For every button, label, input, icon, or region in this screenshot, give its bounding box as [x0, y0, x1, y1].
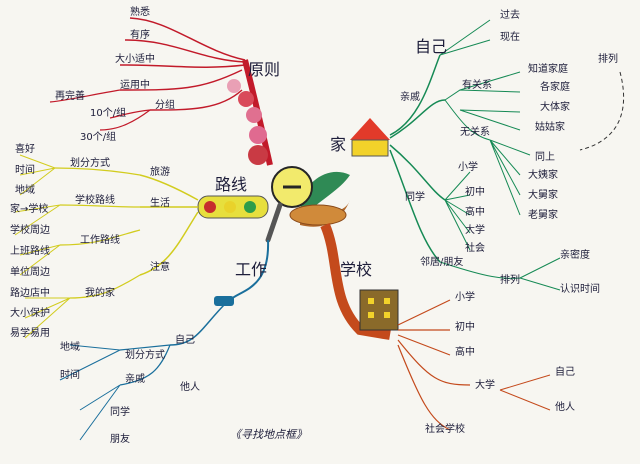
branch-work: 工作 自己 他人 划分方式 地域 时间 亲戚 同学 朋友 [59, 239, 270, 445]
school-item: 大学 [475, 378, 495, 391]
route-item: 地域 [15, 183, 35, 196]
school-item: 自己 [555, 365, 575, 378]
route-item: 旅游 [150, 165, 170, 178]
route-title: 路线 [215, 175, 247, 194]
route-item: 大小保护 [10, 306, 50, 319]
work-item: 他人 [180, 380, 200, 393]
work-item: 同学 [110, 405, 130, 418]
home-item: 邻居/朋友 [420, 255, 463, 268]
principle-title: 原则 [248, 60, 280, 79]
route-item: 注意 [150, 260, 170, 273]
route-item: 单位周边 [10, 265, 50, 278]
home-item: 亲密度 [560, 248, 590, 261]
work-item: 划分方式 [125, 348, 165, 361]
route-item: 路边店中 [10, 286, 50, 299]
principle-item: 再完善 [55, 89, 85, 102]
home-item: 小学 [458, 160, 478, 173]
caption: 《寻找地点框》 [230, 428, 307, 441]
home-item: 现在 [500, 31, 520, 43]
route-item: 学校路线 [75, 193, 115, 206]
principle-item: 30个/组 [80, 130, 116, 143]
principle-item: 运用中 [120, 78, 150, 91]
home-item: 大姨家 [528, 168, 558, 181]
home-item: 同上 [535, 151, 555, 163]
branch-principle: 原则 熟悉 有序 大小适中 运用中 分组 再完善 10个/组 30个/组 [49, 5, 280, 166]
home-item: 姑姑家 [535, 120, 565, 133]
home-item: 排列 [598, 52, 618, 65]
work-item: 自己 [175, 333, 195, 346]
school-title: 学校 [340, 260, 372, 279]
home-title: 家 [330, 135, 346, 154]
school-item: 他人 [555, 400, 575, 413]
route-item: 学校周边 [10, 223, 50, 236]
school-item: 社会学校 [425, 422, 465, 435]
route-item: 工作路线 [80, 233, 120, 246]
home-item: 认识时间 [560, 282, 600, 295]
route-item: 家→学校 [10, 202, 48, 215]
principle-item: 10个/组 [90, 106, 126, 119]
school-item: 初中 [455, 320, 475, 333]
home-item: 大舅家 [528, 188, 558, 201]
home-item: 大学 [465, 223, 485, 236]
home-item: 排列 [500, 273, 520, 286]
work-item: 朋友 [110, 432, 130, 445]
principle-item: 大小适中 [115, 52, 155, 65]
work-item: 时间 [60, 368, 80, 381]
principle-item: 有序 [130, 28, 150, 41]
route-item: 生活 [150, 196, 170, 209]
home-item: 自己 [415, 37, 447, 56]
branch-school: 学校 小学 初中 高中 大学 社会学校 自己 他人 [320, 223, 575, 435]
home-item: 大体家 [540, 100, 570, 113]
school-building-icon [359, 289, 399, 331]
route-item: 喜好 [15, 142, 35, 155]
home-item: 亲戚 [400, 90, 420, 103]
home-item: 同学 [405, 190, 425, 203]
home-item: 高中 [465, 205, 485, 218]
home-item: 有关系 [462, 78, 492, 91]
home-item: 知道家庭 [528, 62, 568, 75]
work-item: 亲戚 [125, 372, 145, 385]
home-item: 初中 [465, 185, 485, 198]
house-icon [350, 118, 390, 140]
principle-item: 熟悉 [130, 5, 150, 18]
home-item: 过去 [500, 8, 520, 21]
branch-home: 家 自己 亲戚 同学 邻居/朋友 过去 现在 有关系 无关系 知道家庭 各家庭 … [330, 8, 625, 295]
work-item: 地域 [60, 340, 80, 353]
branch-route: 路线 旅游 生活 注意 划分方式 学校路线 工作路线 我的家 喜好 时间 地域 … [10, 142, 269, 339]
home-item: 社会 [465, 241, 485, 254]
home-item: 各家庭 [540, 80, 570, 93]
home-item: 无关系 [460, 125, 490, 138]
headset-icon [214, 296, 234, 306]
route-item: 时间 [15, 163, 35, 176]
route-item: 我的家 [85, 286, 115, 299]
school-item: 小学 [455, 290, 475, 303]
principle-item: 分组 [155, 98, 175, 111]
center-figure [265, 166, 350, 243]
route-item: 易学易用 [10, 326, 50, 339]
route-item: 上班路线 [10, 244, 50, 257]
home-item: 老舅家 [528, 208, 558, 221]
school-item: 高中 [455, 345, 475, 358]
work-title: 工作 [235, 260, 267, 279]
route-item: 划分方式 [70, 156, 110, 169]
